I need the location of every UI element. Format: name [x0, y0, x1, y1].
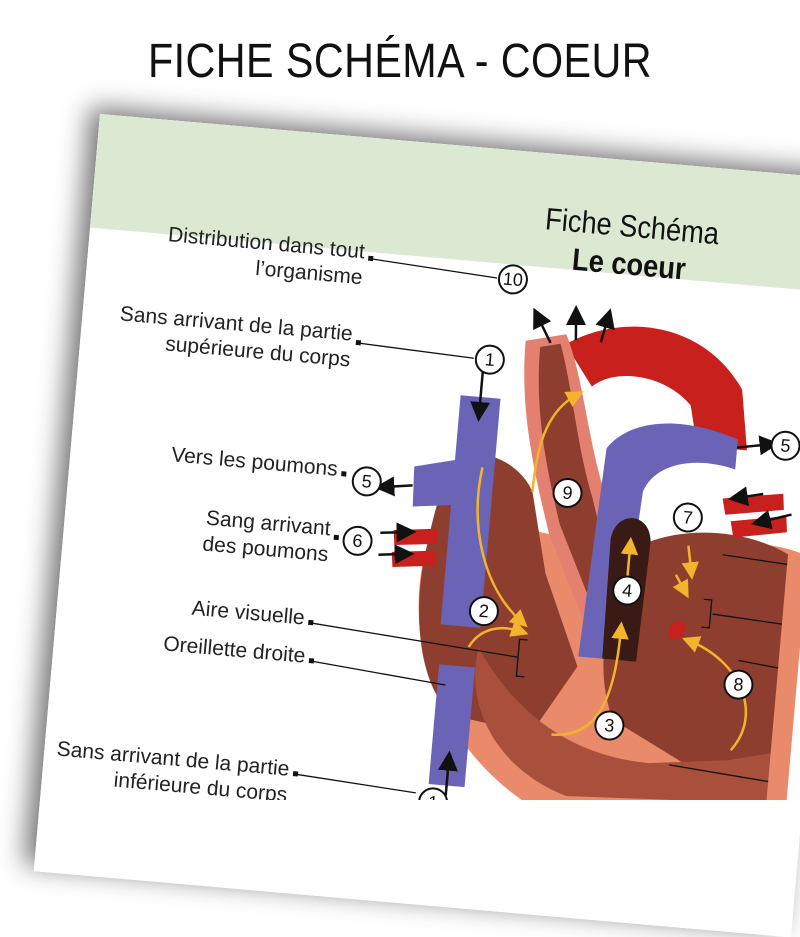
marker-10	[497, 264, 528, 295]
pulmonary-artery-inner	[538, 343, 611, 598]
label-5: Vers les poumons	[170, 443, 338, 480]
valve-detail	[668, 621, 686, 640]
leader-bottom	[296, 773, 416, 794]
page-title: FICHE SCHÉMA - COEUR	[147, 35, 652, 88]
marker-5-right-text: 5	[780, 435, 792, 456]
bullet-6	[333, 534, 339, 541]
inflow-arrow-bottom	[437, 750, 458, 796]
marker-5-left	[351, 466, 382, 497]
leader-right-2	[712, 613, 783, 625]
numbered-markers: 10 1 5 5 9 7 6 4 2 8 3 1	[342, 264, 800, 800]
marker-9	[552, 477, 583, 508]
marker-3-text: 3	[604, 715, 616, 736]
flow-arrow-5	[620, 536, 639, 581]
marker-3	[594, 710, 625, 741]
leader-10	[372, 258, 498, 279]
flow-arrow-7	[672, 574, 689, 599]
marker-1	[474, 344, 505, 375]
bullet-5	[341, 471, 347, 477]
outflow-arrow-1	[533, 307, 552, 344]
marker-9-text: 9	[562, 483, 574, 504]
labels: Distribution dans tout l’organisme Sans …	[56, 223, 366, 800]
leader-1	[359, 342, 475, 359]
marker-4-text: 4	[621, 580, 633, 601]
leader-oreillette	[312, 660, 446, 686]
marker-6	[342, 525, 373, 556]
marker-4	[612, 575, 643, 606]
label-aire-visuelle: Aire visuelle	[191, 597, 306, 630]
flow-arrow-1	[476, 467, 528, 628]
outflow-arrows	[374, 305, 792, 796]
marker-7-text: 7	[682, 507, 694, 528]
leader-lines	[296, 258, 788, 794]
in-arrow-6b	[378, 544, 415, 565]
aorta-arch	[565, 326, 747, 451]
marker-1-text: 1	[484, 349, 496, 370]
ventricle-region	[475, 647, 771, 800]
red-vessel-right-1	[722, 493, 784, 515]
marker-5-left-text: 5	[361, 471, 373, 492]
inflow-arrow-1	[470, 367, 491, 422]
in-arrow-right-a	[727, 486, 764, 507]
marker-10-text: 10	[502, 269, 524, 291]
marker-1-bottom	[418, 787, 449, 800]
out-arrow-5-right	[737, 435, 780, 456]
marker-2-text: 2	[478, 601, 490, 622]
marker-2	[468, 596, 499, 627]
bullet-aire	[308, 619, 314, 626]
outflow-arrow-3	[595, 308, 615, 343]
flow-arrow-2	[467, 620, 529, 648]
bracket-aire	[515, 638, 528, 678]
marker-8-text: 8	[733, 674, 745, 695]
leader-right-4	[669, 764, 769, 783]
flow-arrow-4	[551, 621, 629, 736]
in-arrow-6a	[380, 522, 417, 543]
heart-diagram: 10 1 5 5 9 7 6 4 2 8 3 1 Distributi	[56, 223, 800, 800]
leader-right-3	[738, 659, 779, 669]
in-arrow-right-b	[751, 509, 792, 530]
marker-6-text: 6	[352, 530, 364, 551]
pulmonary-vein-stub	[412, 460, 455, 507]
flow-arrow-6	[681, 545, 699, 580]
label-bullets	[292, 255, 374, 777]
superior-vena-cava	[440, 395, 501, 628]
bullet-10	[368, 255, 374, 262]
out-arrow-5-left	[374, 476, 413, 497]
bullet-bottom	[292, 771, 299, 777]
label-oreillette-droite: Oreillette droite	[162, 632, 306, 667]
leader-aire	[312, 622, 519, 658]
marker-8	[723, 669, 754, 700]
outflow-arrow-2	[566, 305, 587, 341]
marker-1-bottom-text: 1	[427, 792, 439, 800]
leader-right-1	[722, 554, 788, 566]
bullet-oreillette	[308, 658, 315, 664]
marker-5-right	[770, 430, 800, 461]
flow-arrow-3	[531, 391, 584, 493]
bullet-1	[355, 339, 362, 346]
marker-7	[672, 502, 703, 533]
bracket-valve	[701, 598, 713, 629]
